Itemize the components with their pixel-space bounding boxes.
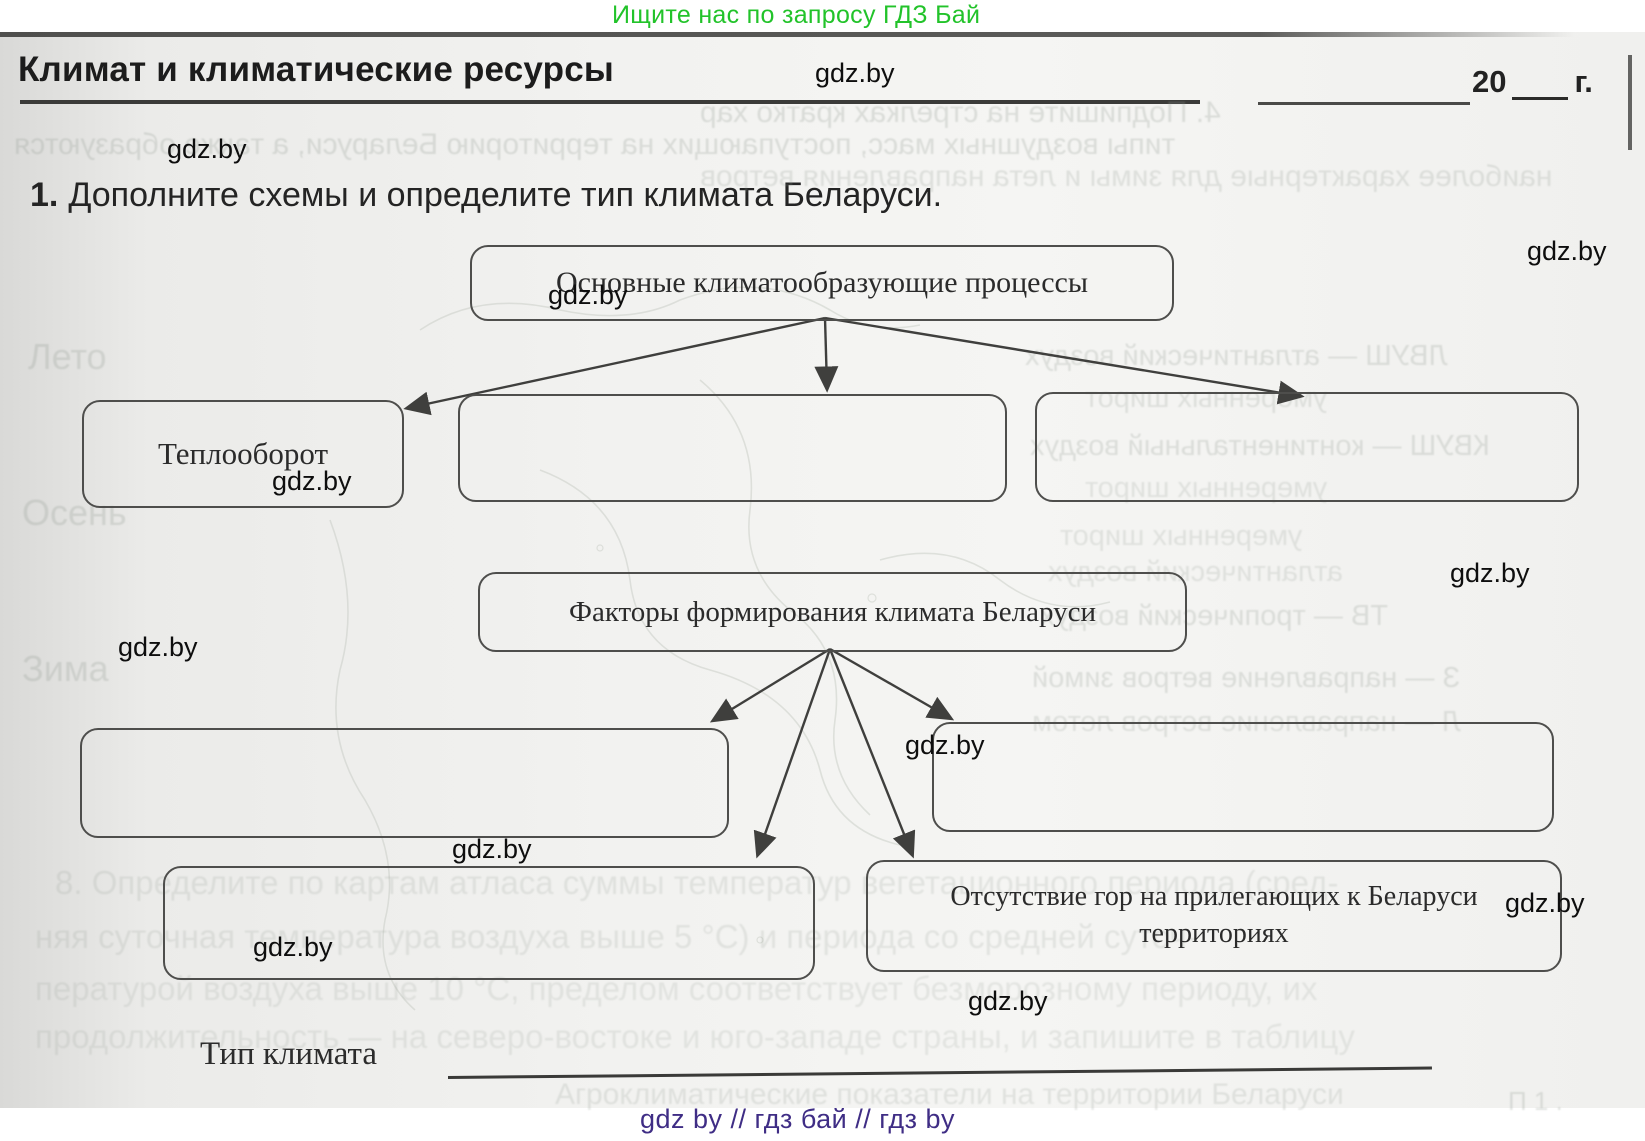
- bleedthrough-text: няя суточная температура воздуха выше 5 …: [35, 918, 1198, 955]
- bleedthrough-text: П 1 .: [1508, 1086, 1563, 1116]
- gdzby-watermark: gdz.by: [167, 134, 247, 164]
- task-1-text: Дополните схемы и определите тип климата…: [68, 176, 943, 214]
- title-rule-right: [1258, 102, 1470, 105]
- bleedthrough-text: Осень: [22, 492, 127, 533]
- diagram1-child-box-teplooborot: Теплооборот: [82, 400, 404, 508]
- diagram1-child-box-empty-1[interactable]: [458, 394, 1007, 502]
- diagram2-child-label: Отсутствие гор на прилегающих к Беларуси…: [950, 881, 1478, 949]
- gdzby-watermark: gdz.by: [1450, 558, 1530, 588]
- bleedthrough-text: продолжительность — на северо-востоке и …: [35, 1018, 1355, 1055]
- footer-links: gdz by // гдз бай // гдз by: [640, 1104, 956, 1134]
- gdzby-watermark: gdz.by: [253, 932, 333, 962]
- diagram2-child-box-no-mountains: Отсутствие гор на прилегающих к Беларуси…: [866, 860, 1562, 972]
- diagram1-root-box: Основные климатообразующие процессы: [470, 245, 1174, 321]
- page-top-edge-shadow: [0, 32, 1575, 37]
- bleedthrough-text: Агроклиматические показатели на территор…: [555, 1078, 1344, 1111]
- year-blank-line[interactable]: [1512, 67, 1569, 100]
- bleedthrough-text: 8. Определите по картам атласа суммы тем…: [55, 864, 1339, 901]
- gdzby-watermark: gdz.by: [452, 834, 532, 864]
- promo-text: Ищите нас по запросу ГДЗ Бай: [612, 1, 981, 29]
- title-rule: [20, 100, 1200, 104]
- bleedthrough-text: Зима: [22, 648, 109, 689]
- page-title: Климат и климатические ресурсы: [18, 50, 614, 89]
- year-suffix: г.: [1574, 64, 1593, 99]
- climate-type-label: Тип климата: [200, 1036, 377, 1072]
- diagram2-child-box-empty-2[interactable]: [932, 722, 1554, 832]
- diagram1-child-label: Теплооборот: [158, 436, 328, 471]
- gdzby-watermark: gdz.by: [905, 730, 985, 760]
- diagram1-root-label: Основные климатообразующие процессы: [555, 266, 1088, 299]
- bleedthrough-text: пературой воздуха выше 10 °С, пределом с…: [35, 970, 1318, 1007]
- bleedthrough-text: Лето: [28, 336, 107, 377]
- year-field: 20 г.: [1472, 64, 1593, 100]
- page-right-edge-shadow: [1628, 55, 1632, 150]
- diagram2-child-box-empty-3[interactable]: [163, 866, 815, 980]
- gdzby-watermark: gdz.by: [548, 280, 628, 310]
- gdzby-watermark: gdz.by: [272, 466, 352, 496]
- page-background: [0, 32, 1645, 1108]
- gdzby-watermark: gdz.by: [815, 58, 895, 88]
- task-1-number: 1.: [30, 176, 59, 214]
- gdzby-watermark: gdz.by: [1527, 236, 1607, 266]
- gdzby-watermark: gdz.by: [118, 632, 198, 662]
- gdzby-watermark: gdz.by: [968, 986, 1048, 1016]
- gdzby-watermark: gdz.by: [1505, 888, 1585, 918]
- year-prefix: 20: [1472, 64, 1507, 99]
- diagram2-root-label: Факторы формирования климата Беларуси: [569, 595, 1096, 628]
- task-1: 1.Дополните схемы и определите тип клима…: [30, 176, 942, 215]
- diagram2-root-box: Факторы формирования климата Беларуси: [478, 572, 1187, 652]
- diagram2-child-box-empty-1[interactable]: [80, 728, 729, 838]
- diagram1-child-box-empty-2[interactable]: [1035, 392, 1579, 502]
